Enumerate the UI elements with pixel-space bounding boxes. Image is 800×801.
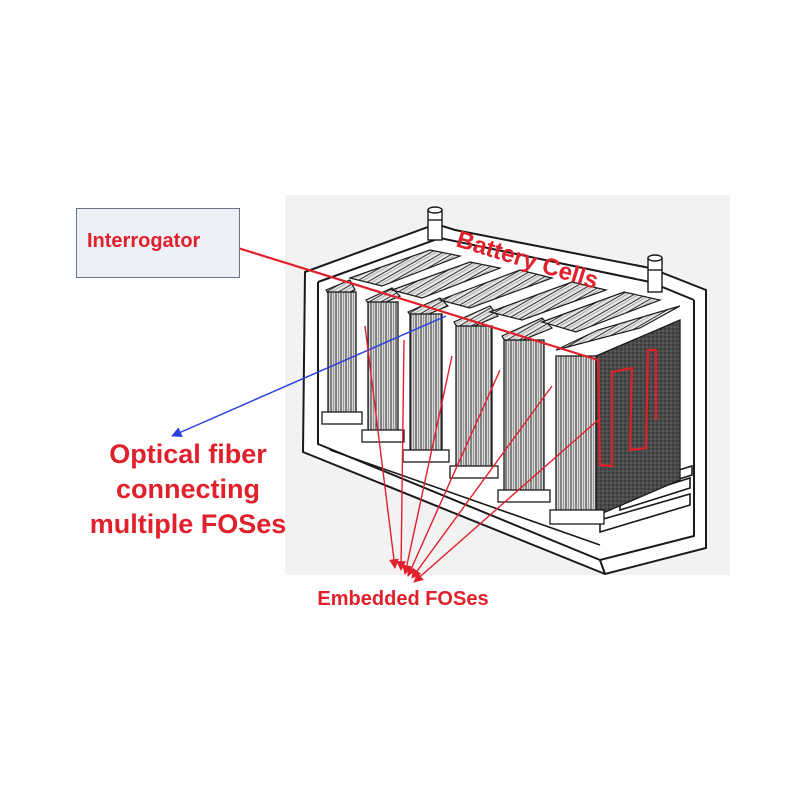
- battery-cells: [321, 279, 681, 525]
- optical-fiber: [237, 246, 658, 468]
- terminal-post-left: [427, 206, 443, 241]
- fos-arrows: [364, 325, 599, 583]
- cell-6: [549, 305, 681, 525]
- cell-1: [321, 279, 363, 425]
- optical-fiber-label: Optical fiber connecting multiple FOSes: [68, 437, 308, 542]
- embedded-foses-label: Embedded FOSes: [317, 588, 489, 610]
- terminal-post-right: [647, 254, 663, 293]
- cell-2: [361, 287, 405, 443]
- optical-fiber-label-line-2: connecting: [115, 474, 260, 504]
- cell-5: [497, 317, 554, 503]
- top-plates: [347, 249, 663, 333]
- interrogator-label: Interrogator: [87, 230, 201, 252]
- cell-4: [449, 305, 499, 479]
- cell-3: [402, 297, 450, 463]
- optical-fiber-label-line-3: multiple FOSes: [89, 509, 287, 539]
- optical-fiber-label-line-1: Optical fiber: [109, 439, 267, 469]
- interrogator-box: [76, 208, 240, 278]
- fiber-pointer-arrow: [171, 315, 447, 438]
